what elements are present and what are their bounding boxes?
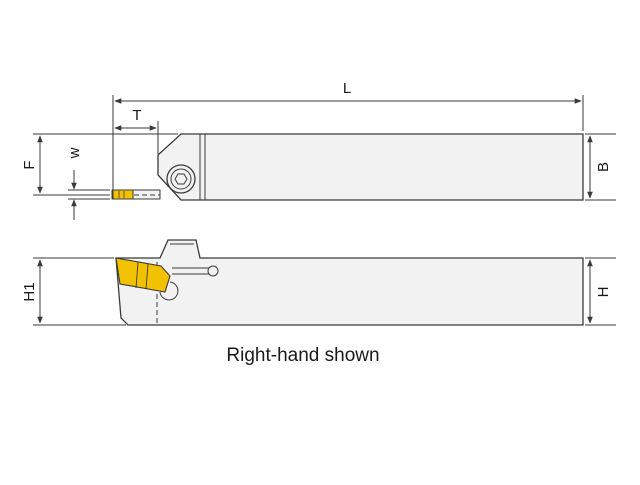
top-view-shank	[157, 133, 584, 201]
clamp-screw	[166, 164, 196, 194]
label-F: F	[21, 160, 38, 169]
top-view	[111, 133, 584, 201]
dimension-B: B	[585, 133, 616, 201]
dimension-F: F	[21, 133, 178, 196]
dimension-L: L	[112, 80, 584, 190]
clamp-screw-rim	[170, 168, 192, 190]
hex-socket-icon	[174, 173, 188, 185]
side-view-shank	[115, 239, 584, 326]
clamp-pin	[207, 265, 219, 277]
side-view-insert	[115, 257, 171, 293]
dimension-H: H	[585, 257, 616, 326]
label-L: L	[343, 80, 351, 97]
top-view-insert	[112, 189, 134, 200]
label-w: w	[66, 147, 83, 159]
caption: Right-hand shown	[226, 345, 379, 366]
dimension-w: w	[66, 147, 110, 220]
label-H1: H1	[21, 282, 38, 301]
label-H: H	[595, 287, 612, 298]
label-B: B	[595, 162, 612, 172]
dimension-T: T	[114, 107, 159, 154]
label-T: T	[132, 107, 141, 124]
side-view	[115, 239, 584, 326]
dimension-H1: H1	[21, 257, 126, 326]
